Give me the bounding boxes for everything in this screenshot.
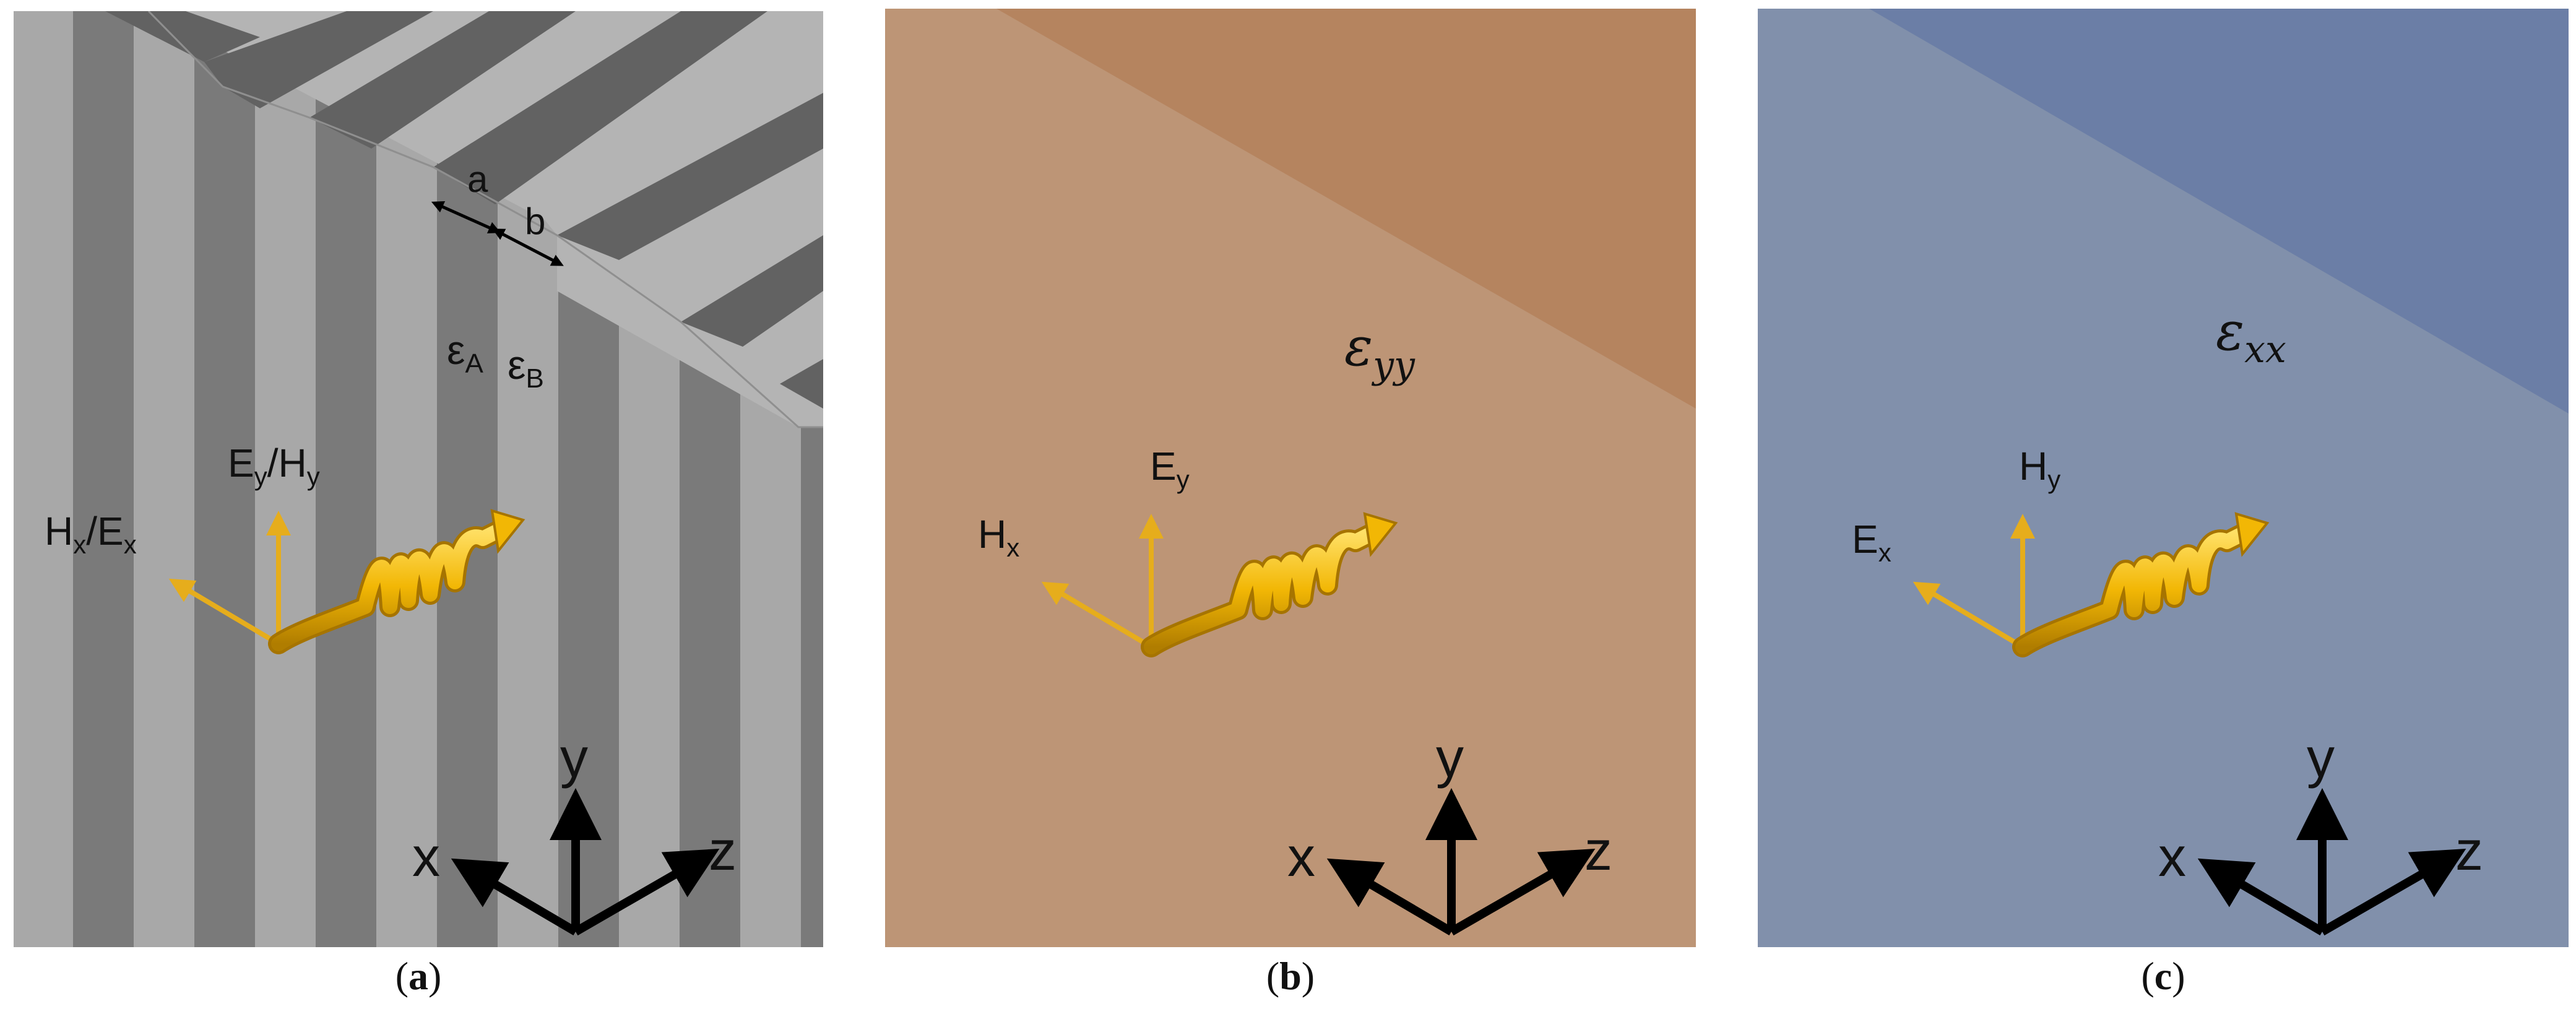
- axis-y-label: y: [1436, 727, 1464, 789]
- axis-x-label: x: [412, 826, 440, 888]
- eps-a-label: εA: [447, 327, 483, 379]
- panel-c: εxx Hy Ex y x z: [1758, 9, 2569, 947]
- caption-b: (b): [1266, 954, 1315, 998]
- width-marker-b: [492, 228, 564, 266]
- caption-a: (a): [395, 954, 442, 998]
- field-horizontal-label: Ex: [1852, 517, 1891, 567]
- permittivity-label-c: εxx: [2216, 301, 2286, 371]
- field-vertical-label: Ey/Hy: [228, 441, 320, 491]
- axis-y-label: y: [560, 727, 588, 789]
- layered-medium: [14, 11, 823, 947]
- caption-c: (c): [2141, 954, 2185, 998]
- top-faces: [105, 11, 823, 427]
- field-horizontal-label: Hx/Ex: [45, 509, 137, 559]
- top-face-c: [1869, 9, 2569, 414]
- panel-a: a b εA εB Ey/Hy Hx/Ex y x z: [14, 11, 823, 947]
- field-horizontal-label: Hx: [978, 512, 1019, 562]
- permittivity-label-b: εyy: [1344, 316, 1416, 387]
- field-vertical-label: Ey: [1150, 444, 1190, 494]
- field-vertical-label: Hy: [2019, 444, 2060, 494]
- axis-x-label: x: [2158, 826, 2186, 888]
- axis-x-label: x: [1287, 826, 1315, 888]
- label-a: a: [467, 158, 488, 200]
- width-marker-a: [431, 201, 501, 234]
- eps-b-label: εB: [508, 342, 544, 394]
- axis-z-label: z: [1584, 820, 1612, 882]
- panel-b: εyy Ey Hx y x z: [885, 9, 1696, 947]
- axis-z-label: z: [2455, 820, 2483, 882]
- axis-y-label: y: [2307, 727, 2335, 789]
- axis-z-label: z: [709, 820, 737, 882]
- top-face-b: [996, 9, 1696, 409]
- label-b: b: [525, 201, 545, 242]
